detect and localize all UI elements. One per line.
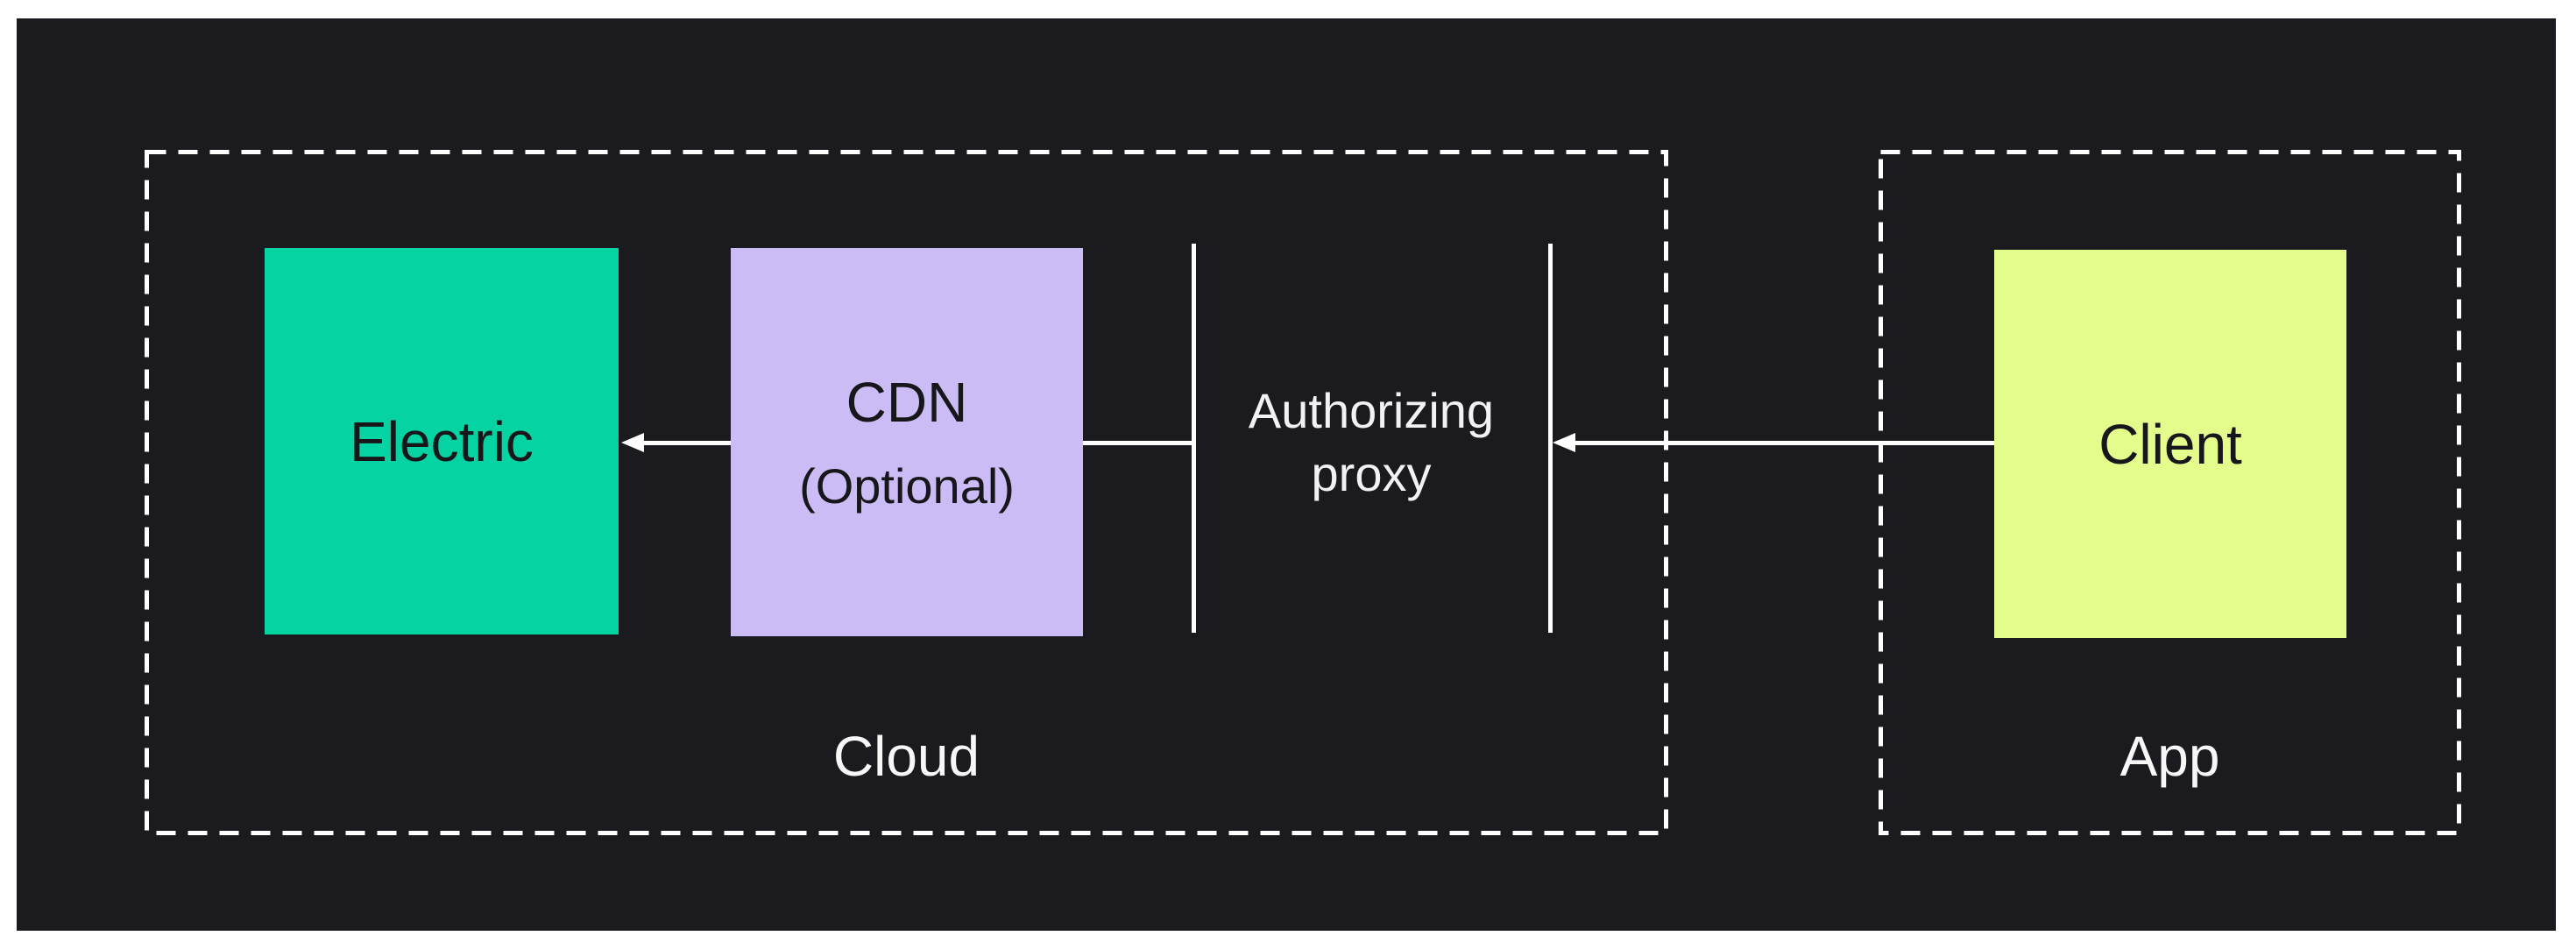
app-dashed-border bbox=[1879, 150, 2461, 835]
app-group: App bbox=[1879, 150, 2461, 835]
diagram-panel: Cloud App Electric CDN (Optional) Client… bbox=[17, 18, 2556, 931]
cdn-node: CDN (Optional) bbox=[731, 248, 1083, 636]
edge-client-to-proxy bbox=[1574, 441, 1994, 445]
authorizing-proxy-label: Authorizing proxy bbox=[1196, 379, 1546, 506]
proxy-left-bar bbox=[1192, 244, 1196, 633]
arrowhead-left-icon bbox=[621, 433, 644, 452]
electric-node-label: Electric bbox=[350, 409, 534, 473]
client-node-label: Client bbox=[2098, 412, 2242, 476]
authorizing-proxy-label-line1: Authorizing bbox=[1248, 383, 1495, 438]
cloud-dashed-border bbox=[145, 150, 1668, 835]
edge-cdn-to-electric bbox=[642, 441, 731, 445]
authorizing-proxy-label-line2: proxy bbox=[1311, 446, 1432, 501]
electric-node: Electric bbox=[265, 248, 619, 635]
cloud-label: Cloud bbox=[832, 725, 980, 788]
arrowhead-left-icon bbox=[1553, 433, 1575, 452]
cdn-node-sublabel: (Optional) bbox=[799, 457, 1015, 514]
client-node: Client bbox=[1994, 250, 2346, 638]
cdn-node-label: CDN bbox=[846, 370, 968, 434]
app-label: App bbox=[2120, 725, 2220, 788]
cloud-group: Cloud bbox=[145, 150, 1668, 835]
proxy-right-bar bbox=[1548, 244, 1553, 633]
edge-proxy-to-cdn bbox=[1083, 441, 1192, 445]
